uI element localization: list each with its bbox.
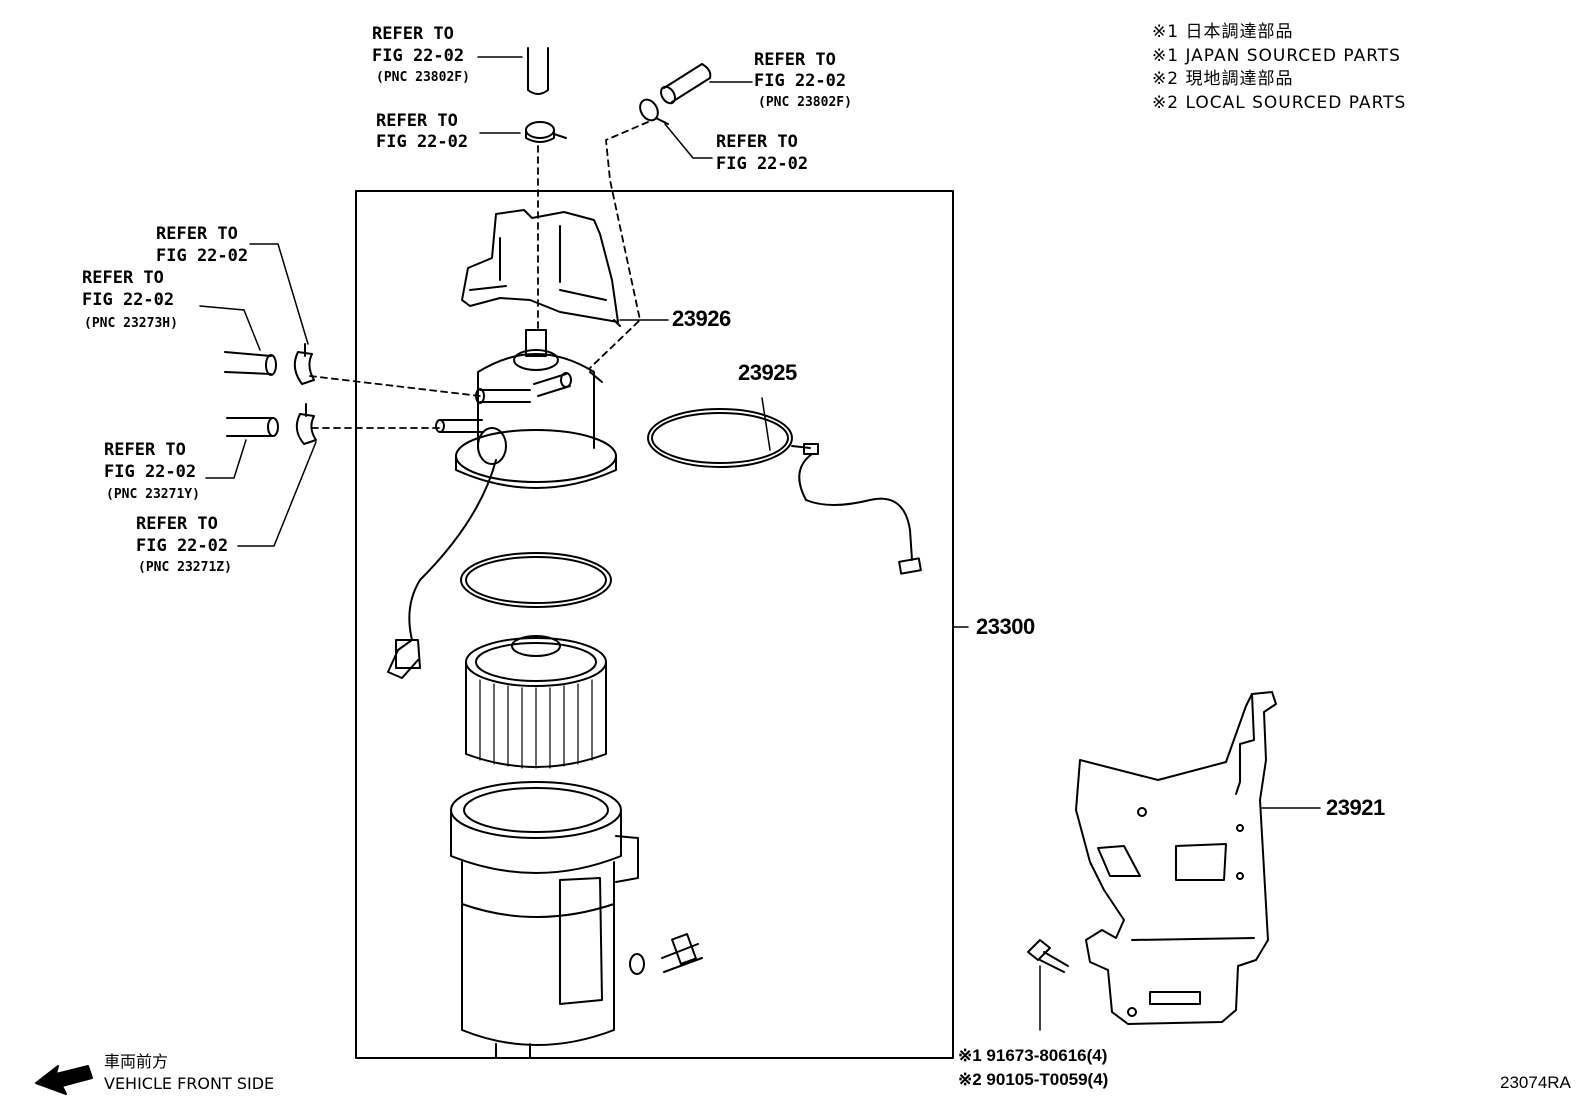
top-right-clip [639,98,713,159]
part-leaders [619,319,1321,809]
callout-top-right-hose-pnc: (PNC 23802F) [758,95,852,110]
callout-top-left-refer: REFER TO [372,24,454,44]
callout-left-clip-upper-refer: REFER TO [156,224,238,244]
o-ring [460,552,612,608]
part-number-23926: 23926 [672,306,731,331]
callout-left-hose-lower-refer: REFER TO [104,440,186,460]
top-clip [479,121,567,143]
drain-plug [629,933,703,975]
callout-left-hose-upper-fig: FIG 22-02 [82,290,175,310]
filter-head [435,329,617,489]
callout-left-hose-lower-fig: FIG 22-02 [104,462,197,482]
filter-element [465,635,607,769]
top-right-hose [660,63,753,105]
callout-top-left-pnc: (PNC 23802F) [376,70,470,85]
callout-top-right-clip-fig: FIG 22-02 [716,154,809,174]
part-number-23300: 23300 [976,614,1035,639]
bolt [1027,939,1069,1031]
left-clip-lower [237,403,317,547]
callout-top-right-hose-fig: FIG 22-02 [754,71,847,91]
legend-line-4: ※2 LOCAL SOURCED PARTS [1152,93,1407,113]
assembly-frame [355,190,954,1059]
callout-left-hose-lower-pnc: (PNC 23271Y) [106,487,200,502]
legend-line-2: ※1 JAPAN SOURCED PARTS [1152,46,1401,66]
upper-bracket [461,209,621,327]
left-hose-upper [199,305,277,376]
head-sensor-wire [387,427,507,679]
dashed-routes [309,121,649,429]
figure-id: 23074RA [1500,1073,1571,1092]
callout-left-clip-lower-pnc: (PNC 23271Z) [138,560,232,575]
front-side-jp: 車両前方 [104,1052,169,1071]
callout-left-hose-upper-refer: REFER TO [82,268,164,288]
top-hose [477,47,549,95]
bracket-23921 [1075,691,1277,1025]
callout-top-clip-fig: FIG 22-02 [376,132,469,152]
left-clip-upper [249,243,315,385]
part-number-23921: 23921 [1326,795,1385,820]
callout-left-clip-lower-refer: REFER TO [136,514,218,534]
vehicle-front-arrow-icon [35,1065,93,1095]
left-hose-lower [205,417,279,479]
callout-top-right-hose-refer: REFER TO [754,50,836,70]
bolt-part-line-2: ※2 90105-T0059(4) [958,1070,1109,1089]
callout-top-left-fig: FIG 22-02 [372,46,465,66]
filter-bowl [450,781,639,1059]
callout-top-right-clip-refer: REFER TO [716,132,798,152]
callout-left-clip-upper-fig: FIG 22-02 [156,246,249,266]
callout-left-clip-lower-fig: FIG 22-02 [136,536,229,556]
callout-top-clip-refer: REFER TO [376,111,458,131]
front-side-en: VEHICLE FRONT SIDE [104,1074,275,1093]
legend-line-3: ※2 現地調達部品 [1152,69,1294,89]
part-number-23925: 23925 [738,360,797,385]
legend-line-1: ※1 日本調達部品 [1152,22,1294,42]
level-sensor-wire [647,397,922,575]
callout-left-hose-upper-pnc: (PNC 23273H) [84,316,178,331]
bolt-part-line-1: ※1 91673-80616(4) [958,1046,1108,1065]
